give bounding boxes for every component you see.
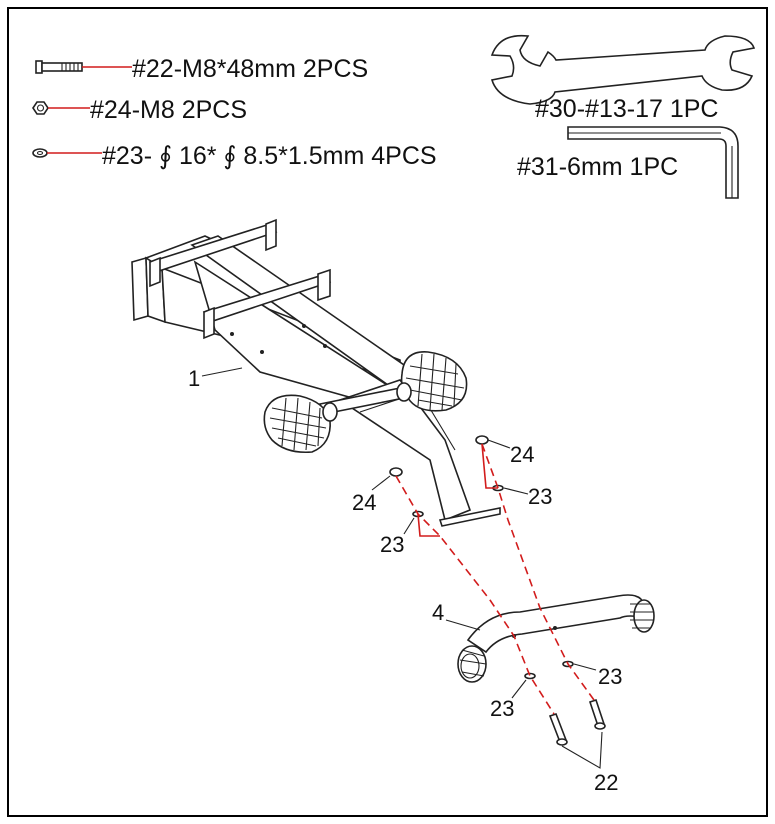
allen-key-icon [567,126,739,199]
callout-24-left-leader [371,475,391,491]
part-24-label: #24-M8 2PCS [90,96,247,124]
nut-left [389,467,403,477]
callout-23-lower-left: 23 [490,696,514,721]
callout-1-leader [201,367,243,377]
nut-icon [32,101,49,115]
end-cap-right [630,599,655,633]
callout-22-label: 22 [594,770,618,795]
callout-23-ur-leader [503,487,529,495]
washer-lower-left [524,672,536,680]
washer-icon [32,148,48,158]
callout-24-right-leader [487,439,511,449]
end-cap-left [457,645,487,683]
tool-31-label: #31-6mm 1PC [517,153,678,181]
callout-1-label: 1 [188,366,200,391]
assembly-paths [395,443,595,715]
callout-23-ll-leader [511,679,527,699]
part-22-label: #22-M8*48mm 2PCS [132,55,368,83]
nut-right [475,435,489,445]
bolt-right [588,698,606,730]
callout-23-lower-right: 23 [598,664,622,689]
callout-23-lr-leader [573,663,597,671]
callout-23-ul-leader [403,517,415,535]
callout-23-upper-right: 23 [528,484,552,509]
main-frame [131,218,501,527]
parts-list: #22-M8*48mm 2PCS #24-M8 2PCS #23- ∮ 16* … [32,55,437,170]
callout-4-leader [445,619,481,631]
part-23-label: #23- ∮ 16* ∮ 8.5*1.5mm 4PCS [102,142,437,170]
callout-24-left: 24 [352,490,376,515]
bolt-icon [35,60,83,74]
callout-4-label: 4 [432,600,444,625]
callout-23-upper-left: 23 [380,532,404,557]
left-foot-pedal [263,394,338,454]
sheet-border [7,7,768,817]
front-tube [457,594,655,683]
right-foot-pedal [396,351,468,412]
tool-30-label: #30-#13-17 1PC [535,95,718,123]
callout-22-leader [561,731,603,769]
callout-24-right: 24 [510,442,534,467]
bolt-left [548,712,568,746]
wrench-icon [490,34,756,105]
tools-list: #30-#13-17 1PC #31-6mm 1PC [490,34,756,199]
